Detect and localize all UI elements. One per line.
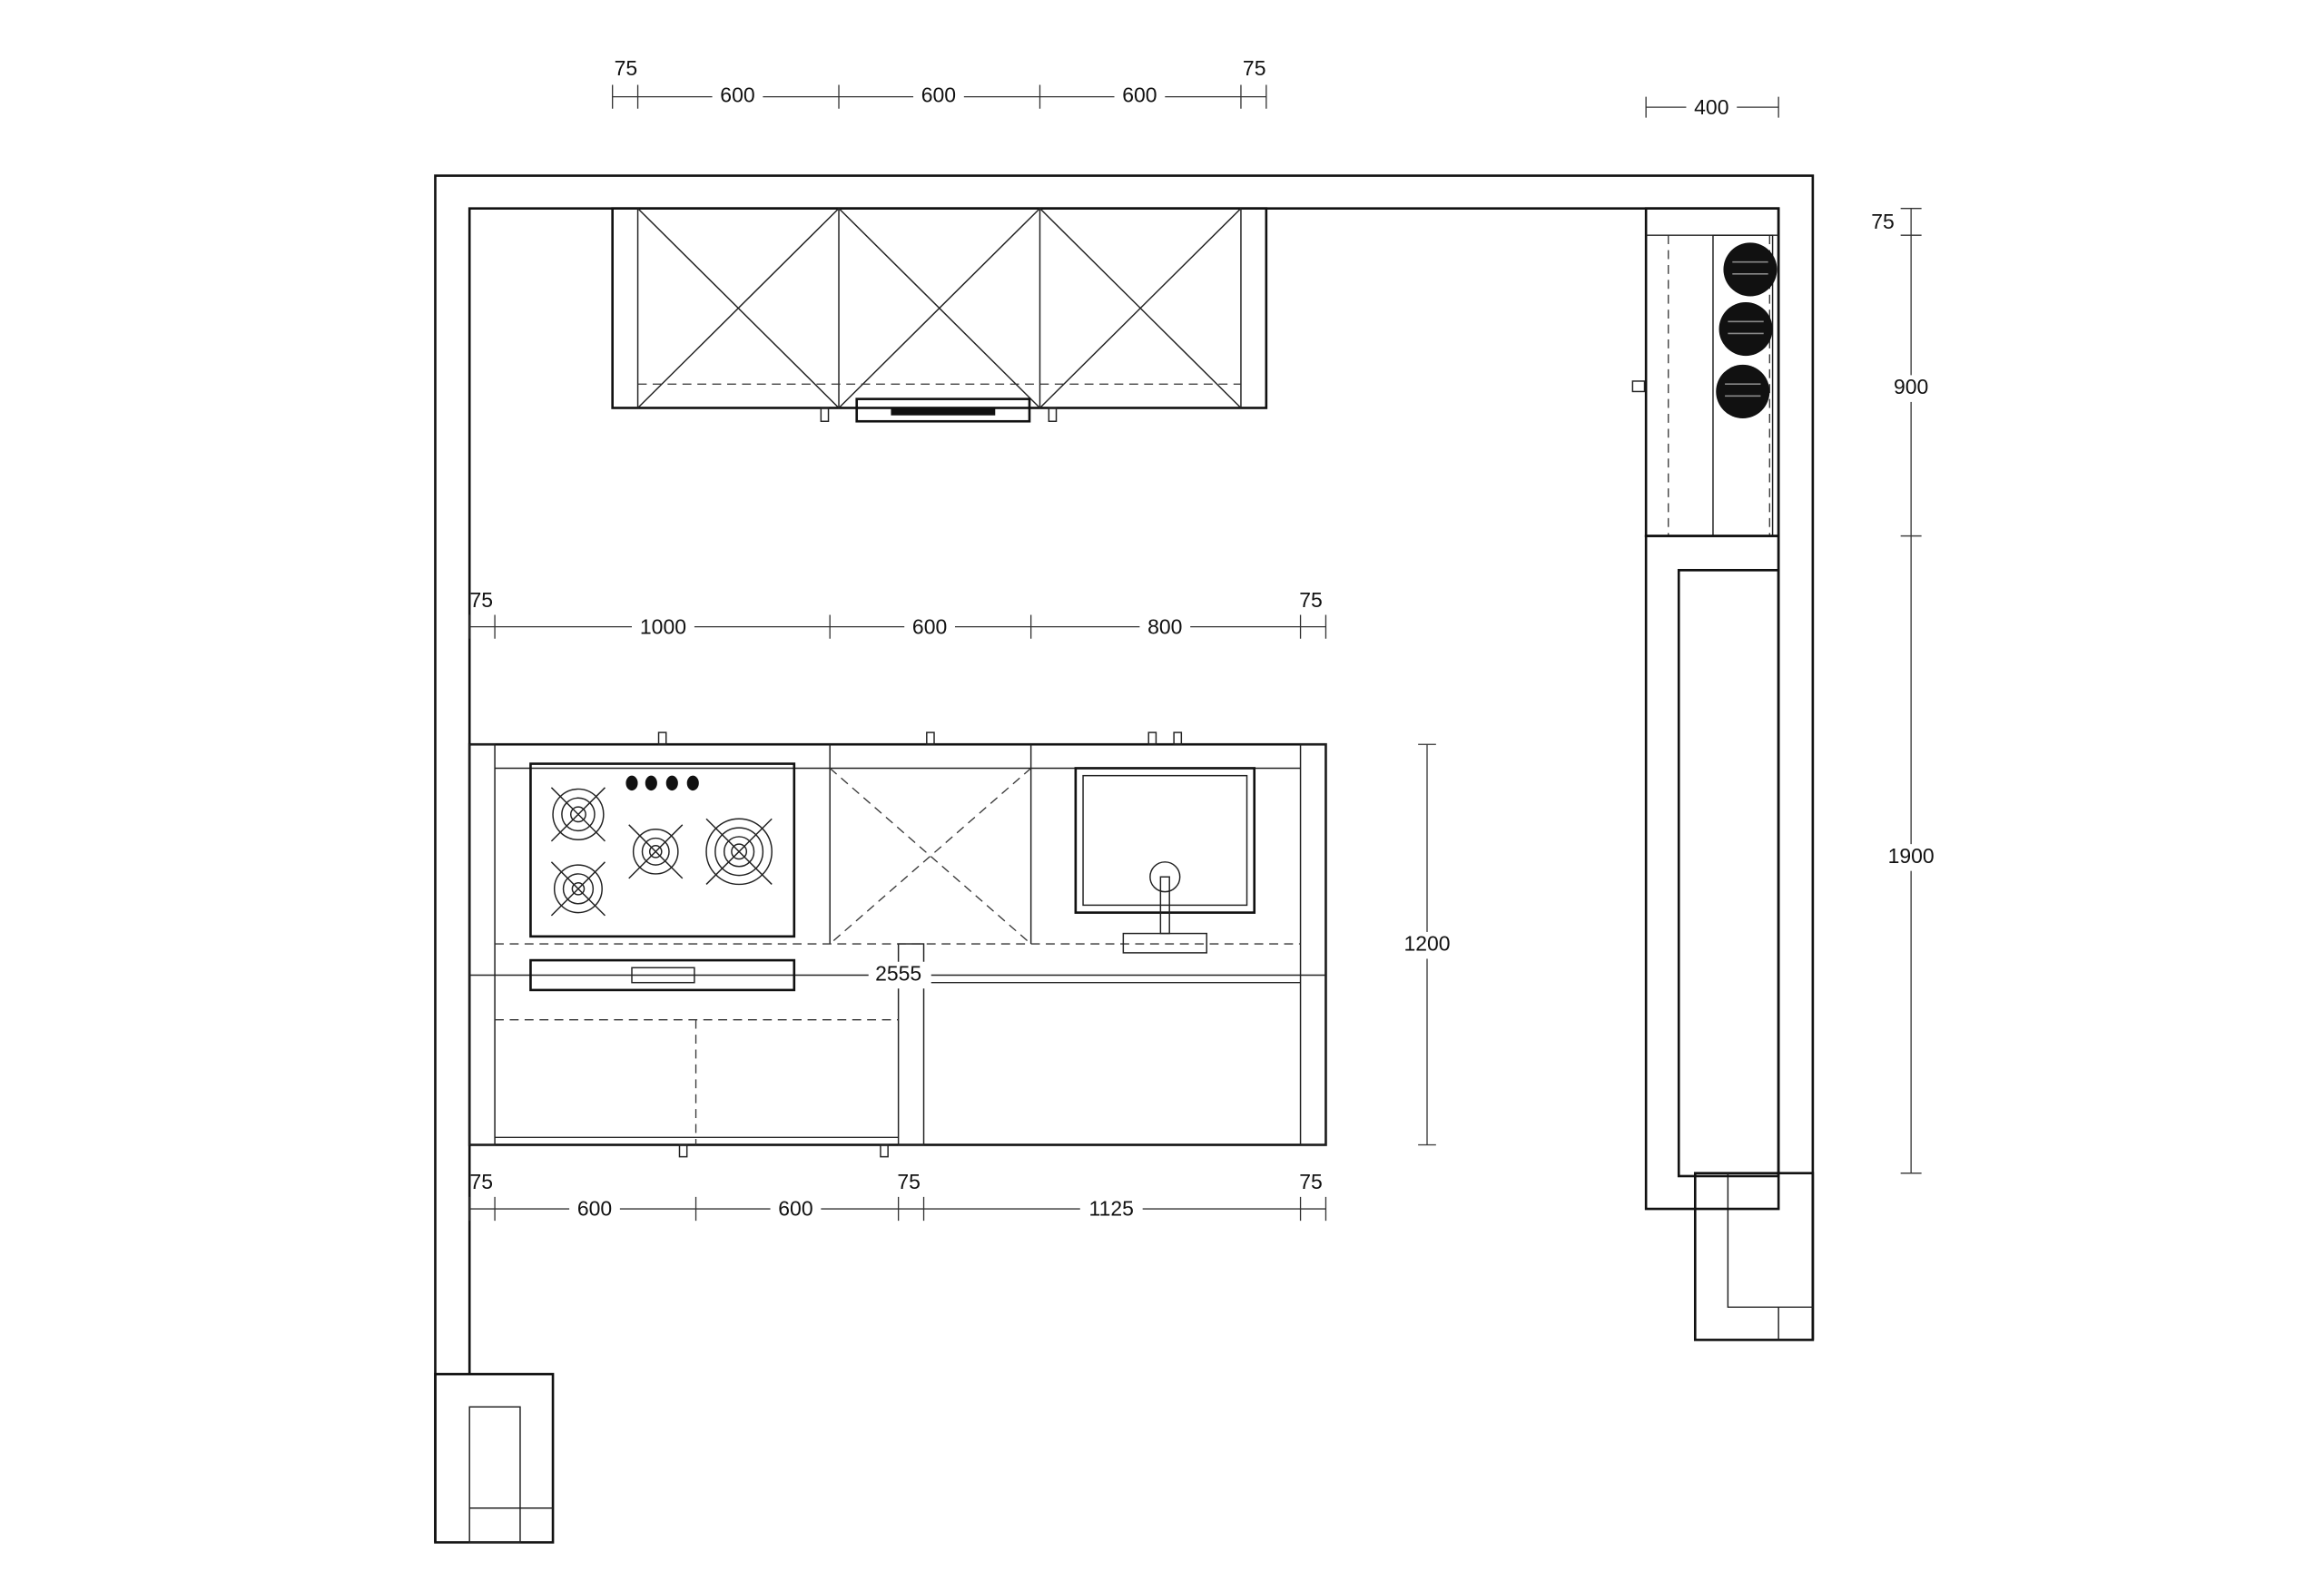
dimension-island-bottom: 75 600 600 75 1125 75 [468, 1170, 1327, 1222]
dim-label: 1200 [1403, 932, 1450, 956]
dim-label: 1125 [1089, 1197, 1134, 1221]
dim-label: 75 [470, 1170, 494, 1193]
oven-knob-icons [1716, 242, 1777, 418]
dim-label: 75 [1243, 56, 1266, 80]
dim-label: 600 [778, 1197, 812, 1221]
dim-label: 600 [912, 614, 947, 638]
dim-label: 75 [615, 56, 638, 80]
dim-label: 600 [1122, 83, 1157, 107]
dim-label: 800 [1147, 614, 1182, 638]
dimension-island-depth: 1200 [1397, 743, 1461, 1146]
dimension-island-top: 75 1000 600 800 75 [468, 588, 1327, 641]
dim-label: 2555 [875, 962, 921, 986]
gas-hob [529, 762, 796, 938]
tall-pantry-unit [1644, 535, 1780, 1211]
dimension-upper-cabinets: 75 600 600 600 75 [612, 56, 1267, 111]
bottom-left-pillar [434, 1372, 555, 1544]
hob-drawer [529, 958, 796, 992]
tall-oven-unit [1631, 207, 1780, 537]
dim-label: 75 [1299, 1170, 1323, 1193]
dim-label: 600 [720, 83, 754, 107]
burner-icons [550, 787, 773, 917]
dimension-tall-unit-width: 400 [1645, 93, 1779, 121]
dim-label: 1000 [640, 614, 686, 638]
bottom-right-pillar [1693, 1172, 1815, 1341]
dim-label: 75 [897, 1170, 921, 1193]
dimension-right-wall: 75 900 1900 [1871, 208, 1943, 1174]
dishwasher-marker [829, 767, 1032, 945]
drain-icon [1149, 861, 1181, 893]
dim-label: 600 [577, 1197, 612, 1221]
dim-label: 600 [921, 83, 956, 107]
range-hood [855, 398, 1031, 423]
sink [1074, 767, 1256, 954]
dim-label: 75 [1299, 588, 1323, 612]
dimension-island-length: 2555 [868, 962, 929, 989]
kitchen-island [468, 731, 1327, 1158]
dim-label: 1900 [1888, 844, 1935, 868]
upper-wall-cabinets [611, 207, 1268, 423]
hob-knob-icons [625, 775, 699, 791]
dim-label: 900 [1894, 375, 1928, 398]
dim-label: 75 [1871, 210, 1895, 233]
dim-label: 75 [470, 588, 494, 612]
walls [434, 174, 1815, 1544]
dim-label: 400 [1694, 95, 1728, 119]
